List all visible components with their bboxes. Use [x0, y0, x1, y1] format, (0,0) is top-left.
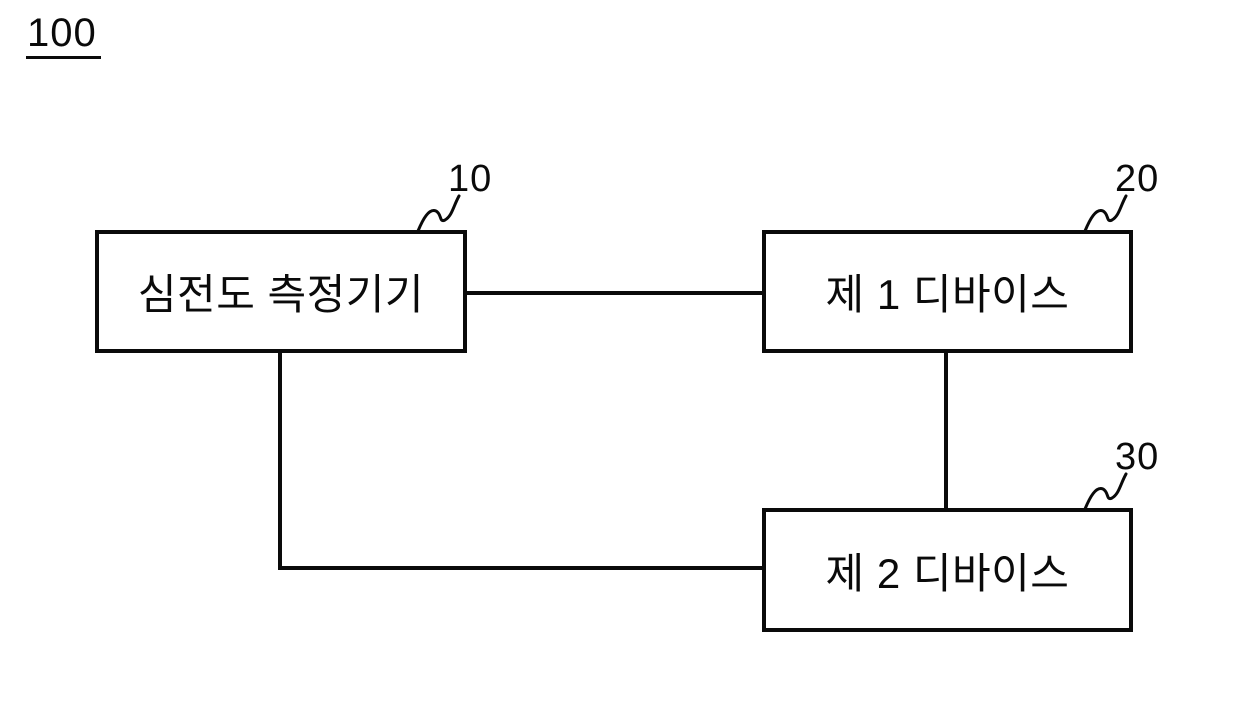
ref-label-20: 20 — [1115, 158, 1160, 200]
leader-line-20 — [1083, 194, 1128, 233]
connector-ecg-to-second-device — [278, 351, 766, 570]
leader-line-10 — [416, 194, 461, 233]
ref-label-10: 10 — [448, 158, 493, 200]
node-first-device: 제 1 디바이스 — [762, 230, 1133, 353]
node-second-device: 제 2 디바이스 — [762, 508, 1133, 632]
node-ecg-label: 심전도 측정기기 — [137, 271, 425, 318]
node-second-label: 제 2 디바이스 — [825, 549, 1070, 597]
leader-line-30 — [1083, 472, 1128, 511]
node-first-label: 제 1 디바이스 — [825, 271, 1070, 318]
node-ecg-measuring-device: 심전도 측정기기 — [95, 230, 467, 353]
figure-number: 100 — [26, 13, 101, 59]
ref-label-30: 30 — [1115, 436, 1160, 478]
